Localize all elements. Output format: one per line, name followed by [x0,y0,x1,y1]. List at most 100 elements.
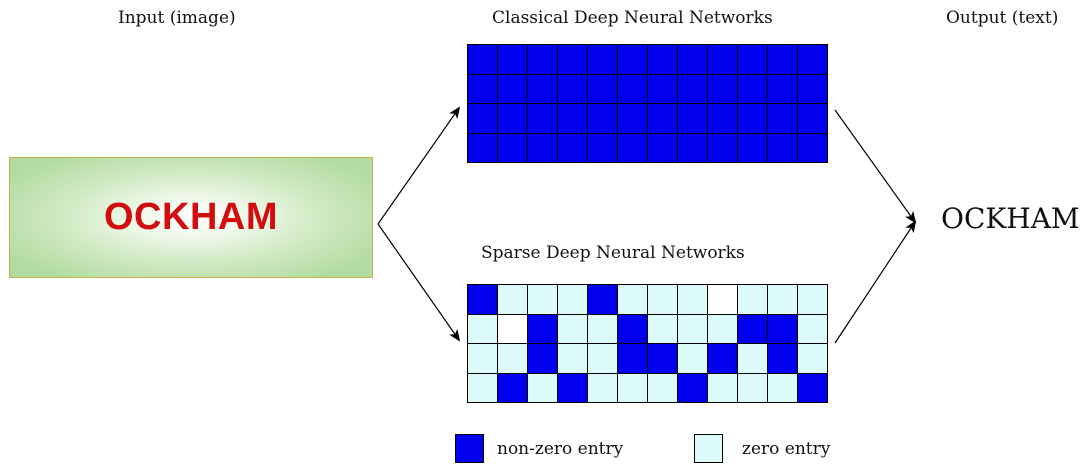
output-text: OCKHAM [941,202,1080,235]
matrix-cell [468,344,498,374]
matrix-cell [468,133,498,163]
matrix-cell [558,104,588,134]
matrix-cell [648,314,678,344]
matrix-cell [738,285,768,315]
matrix-cell [468,285,498,315]
matrix-cell [768,373,798,403]
matrix-cell [498,74,528,104]
matrix-cell [648,344,678,374]
matrix-cell [708,344,738,374]
matrix-cell [468,373,498,403]
matrix-cell [588,344,618,374]
matrix-cell [498,285,528,315]
matrix-cell [618,74,648,104]
matrix-cell [558,285,588,315]
matrix-cell [528,373,558,403]
matrix-cell [618,133,648,163]
matrix-cell [588,74,618,104]
classical-network-title: Classical Deep Neural Networks [492,8,773,28]
matrix-cell [498,45,528,75]
matrix-cell [768,344,798,374]
matrix-cell [468,314,498,344]
matrix-cell [588,133,618,163]
matrix-cell [468,45,498,75]
matrix-cell [648,74,678,104]
matrix-cell [798,104,828,134]
matrix-cell [678,104,708,134]
matrix-cell [528,133,558,163]
matrix-cell [798,314,828,344]
matrix-cell [648,285,678,315]
matrix-cell [528,314,558,344]
matrix-cell [498,344,528,374]
input-image: OCKHAM [9,157,373,278]
matrix-cell [678,373,708,403]
matrix-cell [588,373,618,403]
classical-weight-matrix [467,44,828,163]
matrix-cell [798,285,828,315]
matrix-cell [618,373,648,403]
matrix-cell [798,45,828,75]
matrix-cell [558,344,588,374]
matrix-cell [528,285,558,315]
matrix-cell [738,133,768,163]
matrix-cell [738,344,768,374]
matrix-cell [558,45,588,75]
legend-zero-label: zero entry [742,439,831,459]
input-image-text: OCKHAM [104,196,278,238]
matrix-cell [558,133,588,163]
matrix-cell [648,45,678,75]
matrix-cell [528,45,558,75]
matrix-cell [588,285,618,315]
matrix-cell [588,45,618,75]
matrix-cell [618,45,648,75]
matrix-cell [558,373,588,403]
matrix-cell [738,314,768,344]
matrix-cell [678,133,708,163]
legend-nonzero-swatch [455,434,484,463]
matrix-cell [768,314,798,344]
arrow-classical-to-output [834,109,917,224]
matrix-cell [468,74,498,104]
matrix-cell [678,344,708,374]
matrix-cell [708,45,738,75]
matrix-cell [498,104,528,134]
matrix-cell [498,373,528,403]
matrix-cell [768,133,798,163]
matrix-cell [618,285,648,315]
sparse-network-title: Sparse Deep Neural Networks [481,243,745,263]
matrix-cell [768,45,798,75]
matrix-cell [738,45,768,75]
matrix-cell [708,285,738,315]
arrow-sparse-to-output [834,220,917,344]
matrix-cell [558,74,588,104]
matrix-cell [678,314,708,344]
matrix-cell [708,74,738,104]
legend-nonzero-label: non-zero entry [497,439,624,459]
matrix-cell [528,344,558,374]
legend-zero-swatch [694,434,723,463]
matrix-cell [648,373,678,403]
matrix-cell [678,285,708,315]
matrix-cell [798,373,828,403]
matrix-cell [528,74,558,104]
arrow-input-to-sparse [377,223,461,342]
matrix-cell [618,104,648,134]
matrix-cell [618,314,648,344]
matrix-cell [708,133,738,163]
matrix-cell [798,133,828,163]
matrix-cell [798,344,828,374]
matrix-cell [798,74,828,104]
matrix-cell [498,314,528,344]
output-title: Output (text) [946,8,1059,28]
matrix-cell [558,314,588,344]
sparse-weight-matrix [467,284,828,403]
matrix-cell [738,104,768,134]
matrix-cell [588,104,618,134]
matrix-cell [708,104,738,134]
matrix-cell [498,133,528,163]
matrix-cell [708,373,738,403]
matrix-cell [468,104,498,134]
matrix-cell [708,314,738,344]
matrix-cell [768,104,798,134]
